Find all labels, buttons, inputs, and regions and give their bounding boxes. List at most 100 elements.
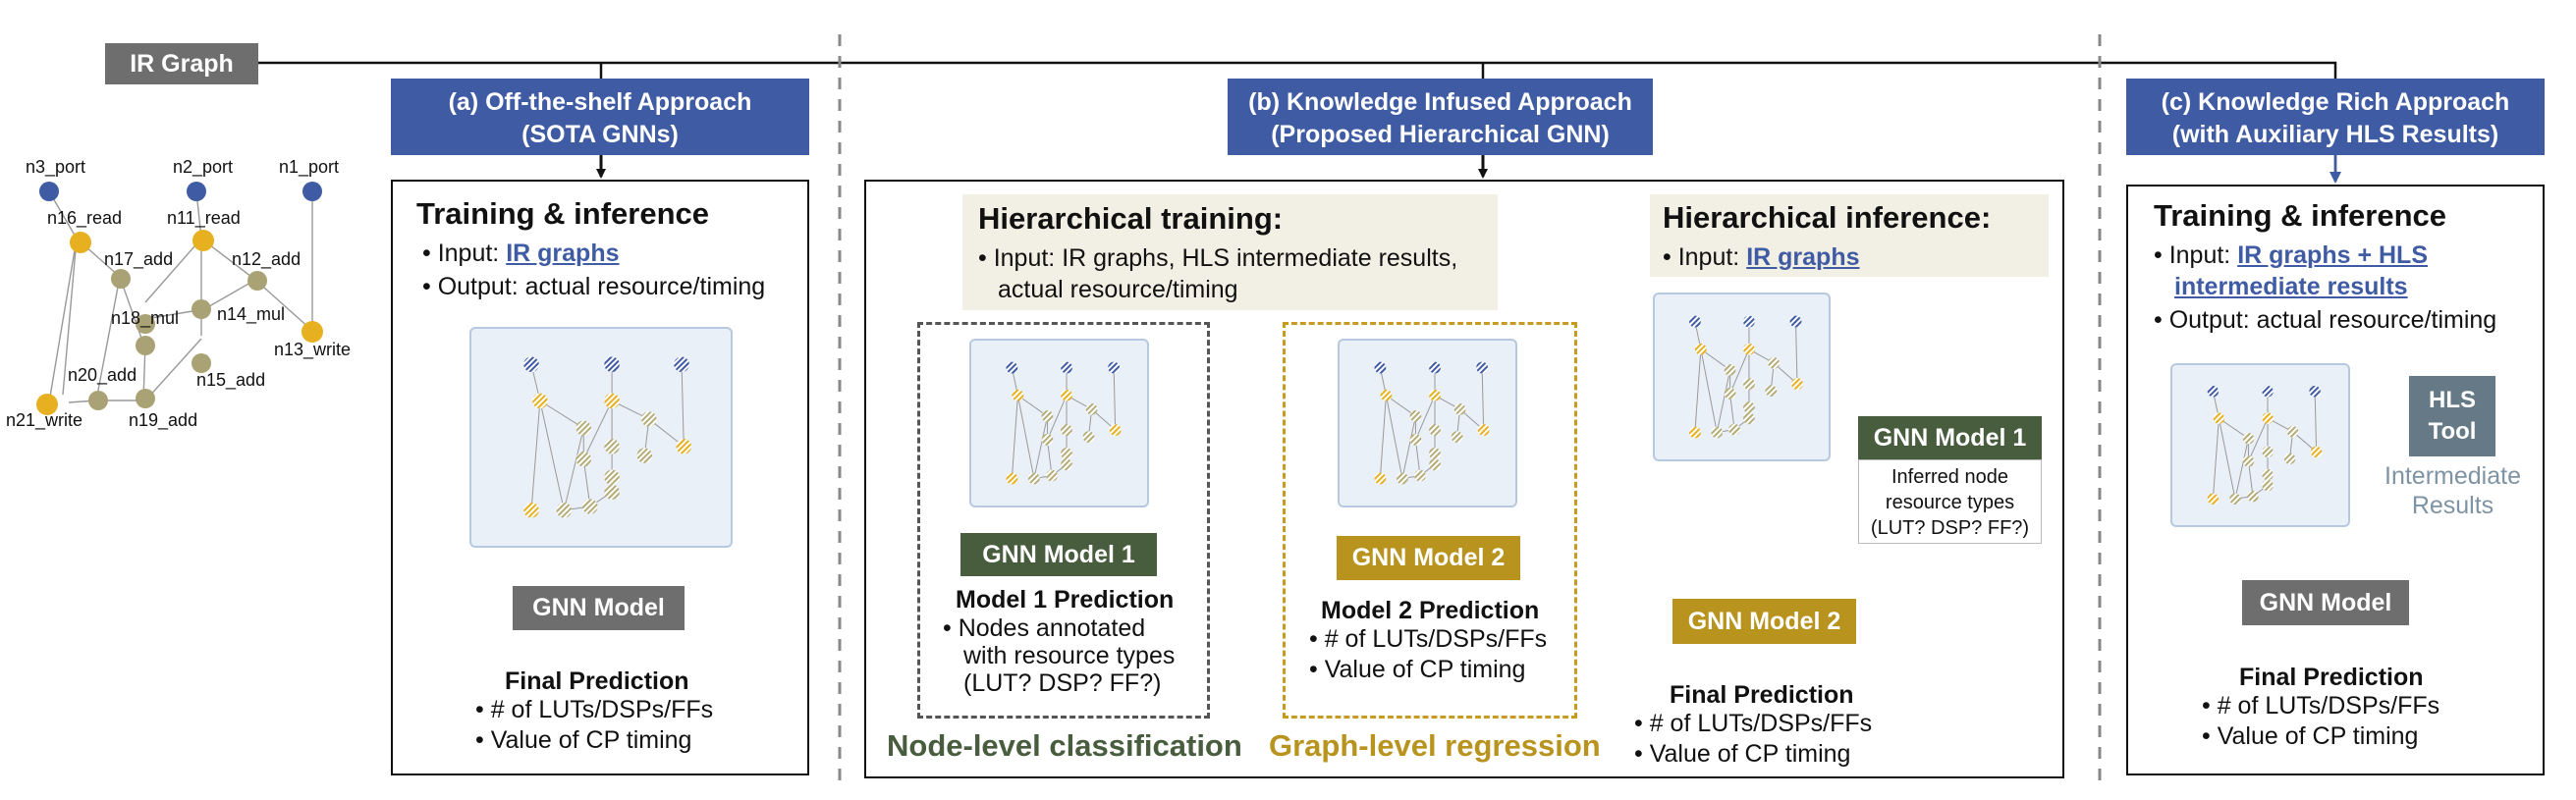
ir-graph-label: IR Graph — [105, 43, 258, 84]
panel-a-input: • Input: IR graphs — [422, 238, 620, 270]
graph-edge — [530, 400, 541, 510]
node-label: n20_add — [68, 365, 137, 385]
panel-b-header-line1: (b) Knowledge Infused Approach — [1248, 88, 1632, 116]
graph-edge — [1016, 395, 1035, 479]
graph-node — [2310, 446, 2323, 458]
graph-node — [2229, 493, 2241, 505]
graph-node — [2262, 468, 2274, 481]
graph-node — [604, 469, 620, 486]
graph-edge — [563, 428, 584, 510]
graph-node — [1689, 315, 1701, 328]
model1-pred-line: (LUT? DSP? FF?) — [963, 669, 1162, 697]
panel-b-header: (b) Knowledge Infused Approach (Proposed… — [1228, 79, 1653, 155]
node-label: n11_read — [167, 208, 241, 228]
graph-edge — [2234, 438, 2249, 500]
hls-tool: HLS Tool — [2409, 376, 2495, 456]
ir-graphs-link[interactable]: IR graphs — [1746, 243, 1860, 271]
panel-a-title: Training & inference — [416, 196, 710, 231]
panel-c-header-line2: (with Auxiliary HLS Results) — [2171, 121, 2499, 148]
ir-graphs-link[interactable]: IR graphs — [506, 240, 620, 267]
graph-edge — [1379, 395, 1387, 479]
inferred-node-note: Inferred node resource types (LUT? DSP? … — [1858, 459, 2042, 544]
graph-node — [1374, 361, 1387, 374]
graph-node — [556, 503, 573, 518]
graph-node — [2262, 446, 2274, 458]
graph-node — [1082, 431, 1095, 443]
panel-c-header-line1: (c) Knowledge Rich Approach — [2161, 88, 2510, 116]
panel-c-gnn-model: GNN Model — [2242, 580, 2409, 625]
graph-node — [1451, 431, 1463, 443]
inference-box — [1650, 194, 2049, 277]
panel-c-final-item: • Value of CP timing — [2202, 722, 2419, 750]
graph-node — [1108, 361, 1121, 374]
inference-title: Hierarchical inference: — [1663, 200, 1992, 235]
panel-c-final-item: • # of LUTs/DSPs/FFs — [2202, 692, 2440, 720]
graph-edge — [1795, 321, 1798, 385]
graph-node — [641, 411, 657, 427]
node-label: n2_port — [173, 157, 234, 177]
graph-node — [1061, 424, 1072, 436]
node-label: n13_write — [274, 340, 352, 359]
graph-node — [1477, 424, 1490, 436]
node-label: n15_add — [196, 370, 266, 390]
inference-graph-thumbnail — [1653, 293, 1831, 461]
ir-graphs-hls-link[interactable]: IR graphs + HLS — [2237, 241, 2428, 269]
graph-edge — [1414, 439, 1421, 476]
graph-edge — [1401, 415, 1416, 479]
graph-node — [1711, 426, 1724, 439]
graph-node — [523, 356, 539, 372]
graph-edge — [1113, 367, 1117, 431]
graph-node — [1743, 378, 1755, 390]
graph-node — [1743, 315, 1755, 328]
graph-node — [2213, 412, 2225, 424]
graph-node — [1728, 423, 1740, 436]
graph-edge — [681, 364, 685, 447]
model1-pred-line: • Nodes annotated — [943, 614, 1146, 642]
graph-node — [1380, 389, 1393, 401]
panel-a-graph-thumbnail — [469, 327, 733, 548]
graph-edge — [539, 400, 584, 429]
graph-node — [604, 356, 620, 372]
graph-node — [2262, 386, 2274, 398]
model1-graph-thumbnail — [969, 339, 1149, 507]
graph-node — [1409, 410, 1422, 422]
model1-pred-line: with resource types — [963, 642, 1176, 669]
graph-node — [1061, 458, 1072, 471]
graph-node — [2262, 479, 2274, 492]
node-label: n14_mul — [217, 304, 286, 324]
panel-a-final-item: • Value of CP timing — [475, 726, 692, 754]
graph-node — [1041, 410, 1054, 422]
graph-edge — [1047, 395, 1068, 441]
panel-a-final-title: Final Prediction — [505, 667, 689, 695]
graph-edge — [1017, 395, 1048, 417]
graph-node — [1724, 388, 1736, 400]
graph-node — [2262, 412, 2274, 424]
model2-pred-title: Model 2 Prediction — [1321, 597, 1540, 624]
graph-edge — [1729, 348, 1750, 395]
graph-thumbnail-icon — [1006, 361, 1122, 485]
panel-a-header-line2: (SOTA GNNs) — [521, 121, 679, 148]
graph-node — [2207, 493, 2220, 505]
graph-node — [1765, 385, 1778, 397]
intermediate-line: Intermediate — [2384, 462, 2521, 490]
graph-node — [1453, 403, 1466, 415]
graph-thumbnail-icon — [523, 356, 692, 518]
graph-node — [1061, 361, 1072, 374]
node-label: n3_port — [26, 157, 86, 177]
intermediate-results-label: Intermediate Results — [2367, 461, 2539, 520]
hls-tool-line: HLS — [2429, 387, 2476, 413]
graph-node — [676, 439, 692, 454]
graph-node — [575, 452, 591, 467]
inference-input: • Input: IR graphs — [1663, 241, 1860, 274]
graph-node — [1085, 403, 1098, 415]
graph-node — [636, 448, 653, 463]
graph-edge — [582, 458, 591, 507]
graph-node — [604, 439, 620, 454]
graph-node — [1409, 434, 1422, 446]
model2-pred-line: • # of LUTs/DSPs/FFs — [1309, 625, 1548, 653]
intermediate-results-link[interactable]: intermediate results — [2174, 273, 2408, 300]
node-label: n17_add — [104, 249, 174, 269]
graph-node — [1743, 412, 1755, 425]
graph-edge — [1011, 395, 1018, 479]
input-prefix: • Input: — [1663, 243, 1747, 271]
